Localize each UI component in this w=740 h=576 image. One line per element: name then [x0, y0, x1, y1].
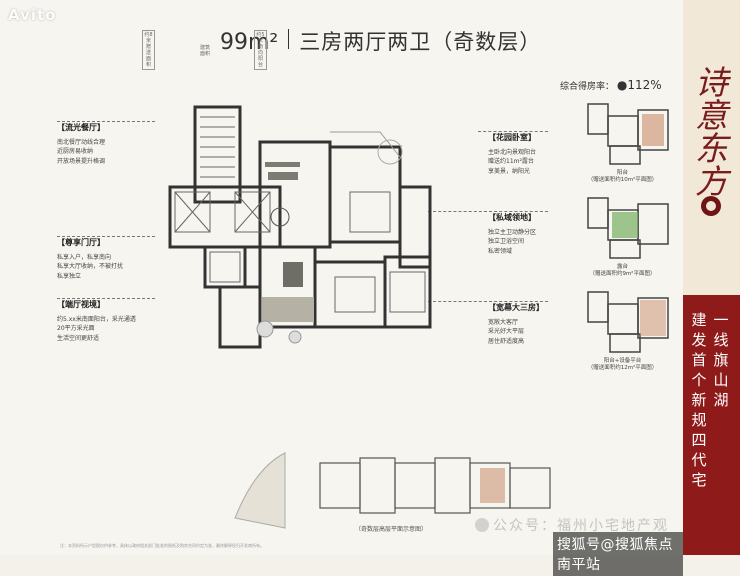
variant-caption: 阳台+设备平台 （赠送面积约12m²平面图）	[570, 358, 675, 372]
leader-line	[428, 301, 548, 302]
callout-private: 【私域领地】 独立主卫动静分区 独立卫浴空间 私密领域	[428, 211, 580, 256]
callout-hall: 【端厅视境】 约5.xx米南面阳台，采光通透 20平方采光面 生活空间更舒适	[57, 298, 155, 343]
callout-title: 【端厅视境】	[57, 300, 105, 309]
ratio-value: ●112%	[616, 78, 662, 92]
variant-caption: 阳台 （赠送面积约10m²平面图）	[570, 170, 675, 184]
callout-title: 【尊享门厅】	[57, 238, 105, 247]
efficiency-ratio: 综合得房率： ●112%	[560, 78, 678, 92]
callout-title: 【宽幕大三房】	[488, 303, 544, 312]
leader-line	[57, 121, 155, 122]
callout-line: 居住舒适度高	[488, 337, 525, 345]
slogan-col-1: 一线旗山湖	[713, 311, 729, 409]
variant-caption: 露台 （赠送面积约9m²平面图）	[570, 264, 675, 278]
callout-three-room: 【宽幕大三房】 宽敞大客厅 采光好大平层 居住舒适度高	[428, 301, 580, 346]
callout-line: 约5.xx米南面阳台，采光通透	[57, 315, 136, 323]
caption-sub: （赠送面积约10m²平面图）	[587, 177, 658, 183]
callout-line: 独立主卫动静分区	[488, 228, 537, 236]
watermark-text: 公众号：福州小宅地产观	[493, 518, 669, 534]
leader-line	[57, 298, 155, 299]
callout-line: 主卧北向景观阳台	[488, 148, 537, 156]
leader-line	[57, 236, 155, 237]
variant-plan-terrace	[580, 190, 678, 262]
callout-line: 享美景，纳阳光	[488, 167, 531, 175]
area-label: 建筑面积	[200, 45, 211, 57]
callout-line: 私享入户，私享南向	[57, 253, 112, 261]
brand-top: 诗意东方	[683, 0, 740, 295]
ratio-label: 综合得房率：	[560, 82, 615, 92]
callout-line: 私享大厅收纳，不被打扰	[57, 263, 124, 270]
caption-title: 露台	[616, 264, 628, 270]
callout-line: 开放场景提升格调	[57, 157, 106, 165]
callout-line: 20平方采光面	[57, 325, 95, 332]
callout-line: 赠送约11m²露台	[488, 158, 534, 165]
callout-line: 采光好大平层	[488, 328, 525, 335]
title-row: 建筑面积 99m² 三房两厅两卫（奇数层）	[200, 26, 541, 57]
callout-line: 私享独立	[57, 272, 82, 280]
leader-line	[428, 211, 548, 212]
wechat-icon	[475, 518, 489, 532]
floor-plan	[150, 97, 440, 367]
mini-plan-drawing	[587, 103, 669, 165]
callout-title: 【流光餐厅】	[57, 123, 105, 132]
brand-knot-icon	[701, 196, 721, 216]
slogan-panel	[683, 295, 740, 555]
layout-title: 三房两厅两卫（奇数层）	[299, 30, 542, 54]
brand-name: 诗意东方	[695, 63, 728, 201]
callout-line: 南北餐厅动线合理	[57, 138, 106, 146]
callout-bedroom: 【花园卧室】 主卧北向景观阳台 赠送约11m²露台 享美景，纳阳光	[478, 131, 580, 176]
site-plan	[225, 448, 565, 538]
caption-sub: （赠送面积约12m²平面图）	[587, 365, 658, 371]
callout-line: 生活空间更舒适	[57, 334, 100, 342]
mini-plan-drawing	[587, 291, 669, 353]
tag-balcony: 约5米南向阳台	[254, 30, 267, 70]
callout-line: 宽敞大客厅	[488, 318, 519, 326]
leader-line	[478, 131, 548, 132]
site-caption: （奇数层高层平面示意图）	[355, 526, 428, 533]
callout-line: 私密领域	[488, 247, 513, 255]
callout-title: 【私域领地】	[488, 213, 536, 222]
variant-column: 综合得房率： ●112% 阳台 （赠送面积约10m²平面图）	[560, 78, 678, 378]
mini-plan-drawing	[587, 197, 669, 259]
callout-line: 近厨房易收纳	[57, 148, 94, 155]
variant-plan-balcony	[580, 96, 678, 168]
variant-plan-equipment	[580, 284, 678, 356]
caption-sub: （赠送面积约9m²平面图）	[589, 271, 656, 277]
area-value: 99m²	[220, 30, 279, 55]
watermark-wechat: 公众号：福州小宅地产观	[475, 515, 669, 535]
site-plan-drawing	[234, 452, 551, 529]
callout-dining: 【流光餐厅】 南北餐厅动线合理 近厨房易收纳 开放场景提升格调	[57, 121, 155, 166]
main-panel: Avito 建筑面积 99m² 三房两厅两卫（奇数层） 约8米赠送面积 约5米南…	[8, 6, 683, 576]
poster: Avito 建筑面积 99m² 三房两厅两卫（奇数层） 约8米赠送面积 约5米南…	[8, 0, 740, 576]
footnote: 注：本资料所示户型图仅供参考，具体以政府相关部门批准的图纸及购房合同约定为准，最…	[60, 543, 264, 548]
watermark-sohu: 搜狐号@搜狐焦点南平站	[553, 532, 683, 576]
watermark-top: Avito	[8, 6, 57, 24]
callout-line: 独立卫浴空间	[488, 238, 525, 245]
tag-gift-area: 约8米赠送面积	[142, 30, 155, 70]
slogan-col-2: 建发首个新规四代宅	[691, 311, 707, 489]
callout-title: 【花园卧室】	[488, 133, 536, 142]
floor-plan-drawing	[168, 105, 432, 349]
title-divider	[288, 29, 290, 49]
caption-title: 阳台	[616, 170, 628, 176]
callout-foyer: 【尊享门厅】 私享入户，私享南向 私享大厅收纳，不被打扰 私享独立	[57, 236, 155, 281]
caption-title: 阳台+设备平台	[603, 358, 642, 364]
brand-strip: 诗意东方 一线旗山湖 建发首个新规四代宅	[683, 0, 740, 555]
